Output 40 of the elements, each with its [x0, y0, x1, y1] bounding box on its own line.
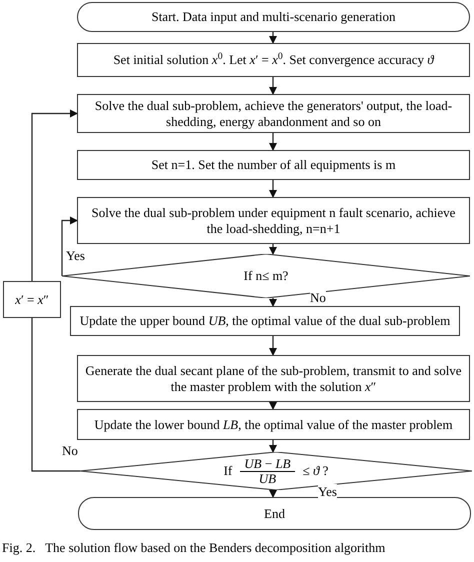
step-text: Update the upper bound UB, the optimal value of the dual sub-problem	[80, 313, 450, 329]
arrow	[269, 298, 277, 307]
edge-label: Yes	[318, 484, 337, 499]
step-text: Update the lower bound LB, the optimal value of the master problem	[94, 416, 453, 432]
figure-caption: Fig. 2. The solution flow based on the Benders decomposition algorithm	[2, 539, 386, 557]
fraction-denominator: UB	[258, 472, 276, 486]
edge-label: No	[310, 290, 326, 305]
process-box	[70, 306, 460, 336]
step-text: Solve the dual sub-problem, achieve the generators' output, the load-shedding, energy abandonment and so on	[94, 98, 454, 130]
step-text: End	[264, 506, 285, 522]
arrow	[31, 110, 78, 281]
condition-text: ≤ ϑ ?	[302, 462, 328, 480]
arrow	[269, 402, 277, 410]
fraction-numerator: UB − LB	[240, 456, 295, 472]
process-box	[3, 281, 61, 318]
step-text: Solve the dual sub-problem under equipment n fault scenario, achieve the load-shedding, n=n+1	[90, 204, 456, 236]
process-box	[77, 150, 470, 180]
arrow	[269, 180, 277, 198]
arrow	[269, 133, 277, 151]
condition-text: If	[224, 462, 232, 480]
arrow	[269, 440, 277, 453]
condition-text: If n≤ m?	[244, 267, 288, 286]
arrow	[269, 490, 277, 498]
arrow	[269, 77, 277, 95]
step-text: x′ = x″	[15, 292, 49, 308]
process-box	[77, 43, 470, 77]
process-box	[77, 409, 470, 440]
step-text: Set initial solution x$^{0}$. Let x′ = x$^{0}$. Set convergence accuracy ϑ	[113, 52, 434, 68]
terminal-box	[77, 2, 470, 32]
step-text: Start. Data input and multi-scenario generation	[151, 9, 396, 25]
process-box	[77, 355, 470, 402]
process-box	[77, 197, 470, 244]
arrow	[269, 32, 277, 44]
arrow	[269, 336, 277, 356]
terminal-box	[78, 497, 471, 530]
step-text: Generate the dual secant plane of the sub-problem, transmit to and solve the master problem with the solution x″	[84, 362, 463, 394]
arrow	[269, 244, 277, 255]
arrow	[61, 216, 78, 276]
step-text: Set n=1. Set the number of all equipments is m	[151, 157, 396, 173]
process-box	[77, 94, 470, 133]
